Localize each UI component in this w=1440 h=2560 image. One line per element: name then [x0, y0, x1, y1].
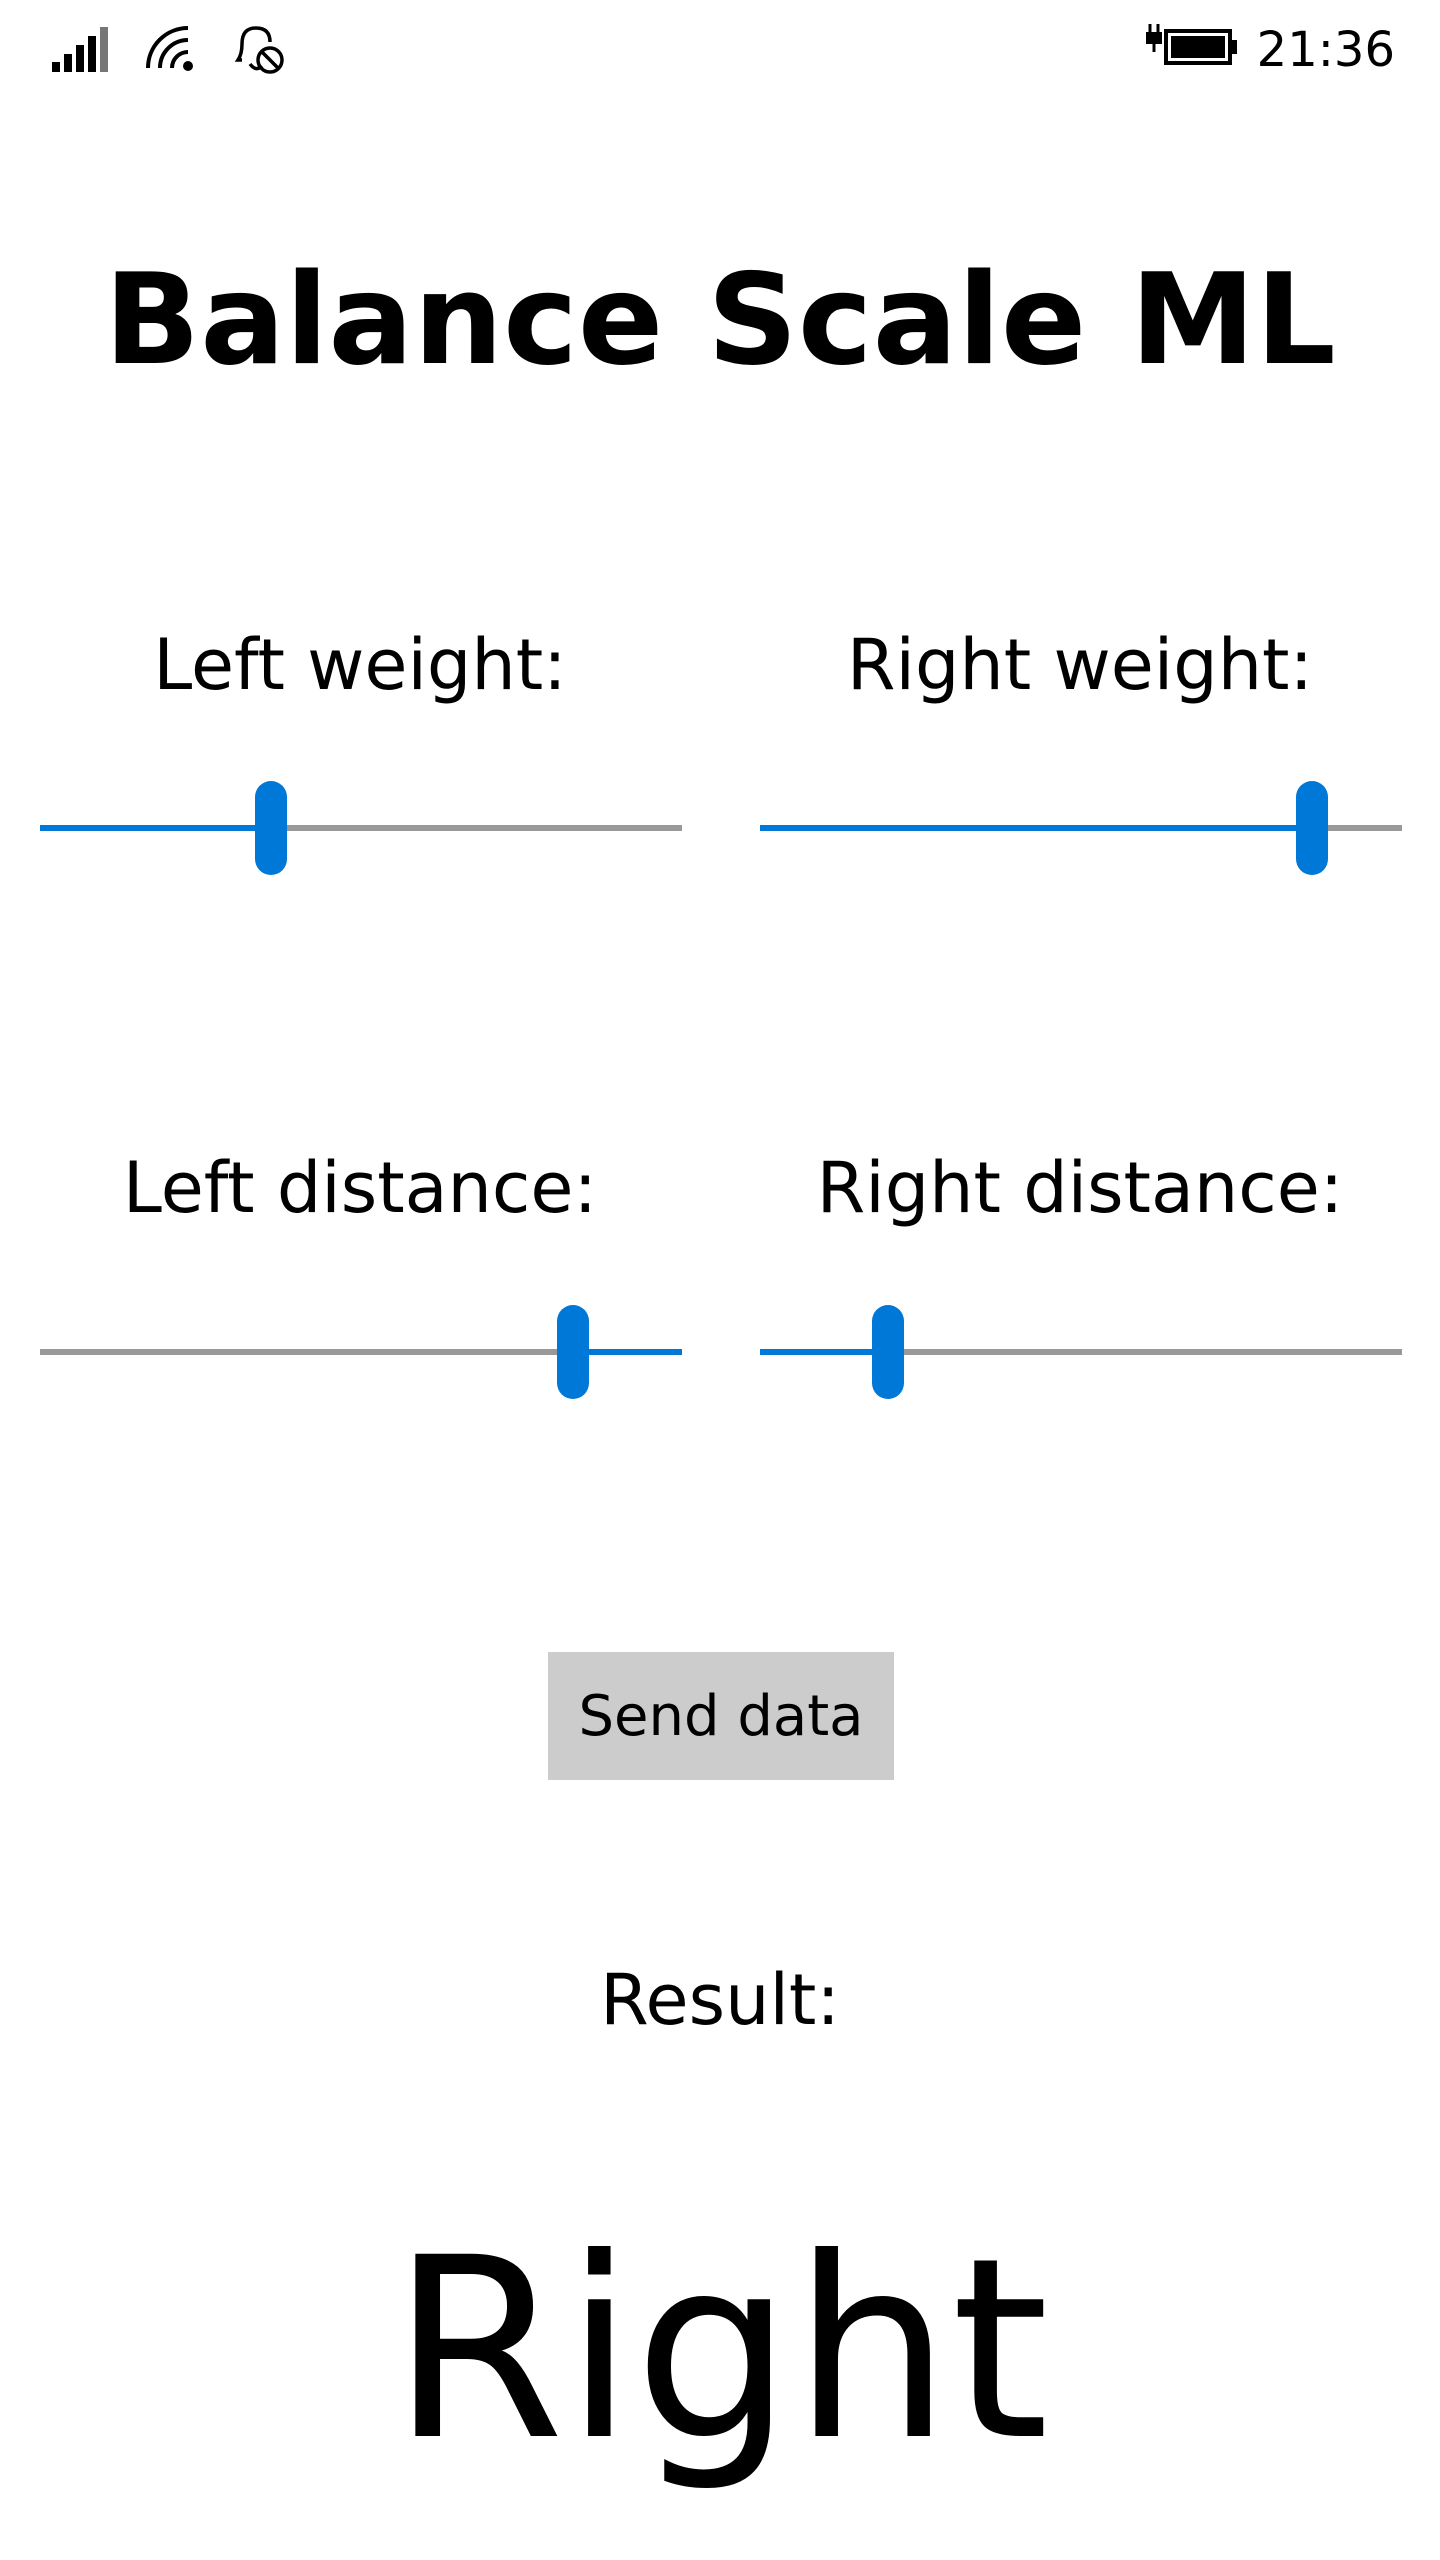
page-title: Balance Scale ML	[104, 246, 1336, 393]
slider-fill	[572, 1349, 682, 1355]
status-time: 21:36	[1256, 22, 1395, 78]
battery-charging-icon	[1146, 24, 1237, 65]
slider-fill	[760, 1349, 889, 1355]
right-distance-label: Right distance:	[816, 1147, 1344, 1229]
right-distance-slider[interactable]	[760, 1302, 1402, 1402]
left-distance-slider[interactable]	[40, 1302, 682, 1402]
slider-track	[40, 1349, 682, 1355]
wifi-icon	[146, 26, 193, 71]
slider-thumb[interactable]	[872, 1305, 905, 1399]
slider-track	[760, 1349, 1402, 1355]
signal-strength-icon	[52, 27, 108, 72]
slider-thumb[interactable]	[255, 781, 288, 875]
left-weight-slider[interactable]	[40, 778, 682, 878]
right-weight-slider[interactable]	[760, 778, 1402, 878]
left-weight-label: Left weight:	[153, 624, 567, 706]
slider-thumb[interactable]	[1296, 781, 1329, 875]
left-distance-label: Left distance:	[122, 1147, 598, 1229]
slider-fill	[40, 825, 272, 831]
status-bar: 21:36	[0, 0, 1440, 100]
right-weight-label: Right weight:	[846, 624, 1314, 706]
slider-thumb[interactable]	[556, 1305, 589, 1399]
send-data-button[interactable]: Send data	[548, 1652, 894, 1780]
slider-track	[40, 825, 682, 831]
result-label: Result:	[600, 1959, 840, 2041]
slider-fill	[760, 825, 1313, 831]
result-value: Right	[390, 2204, 1050, 2495]
quiet-hours-icon	[234, 26, 284, 74]
